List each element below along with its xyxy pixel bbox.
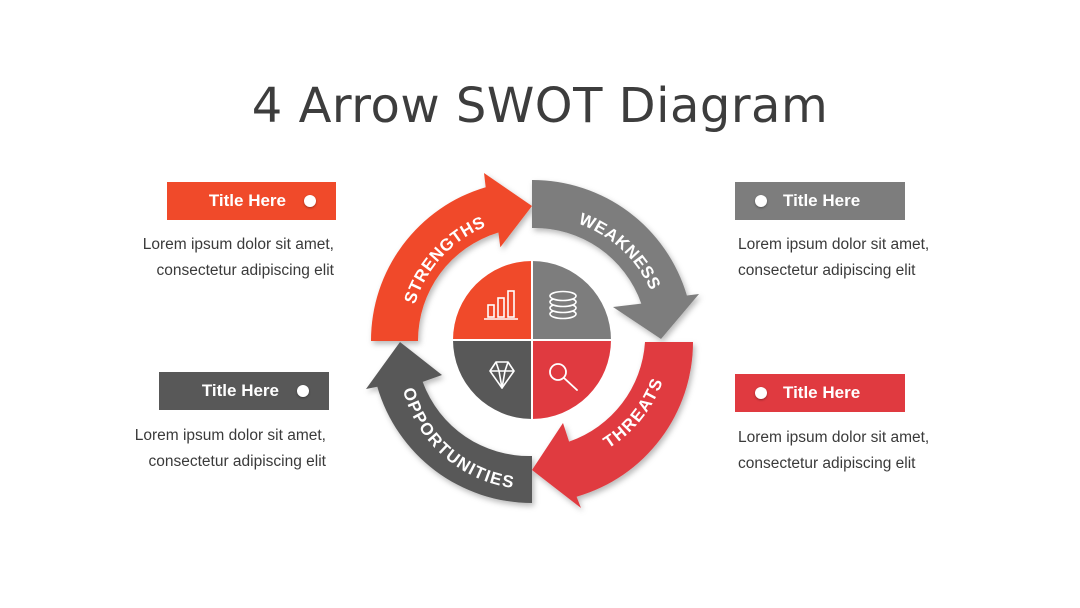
description-opportunities: Lorem ipsum dolor sit amet, consectetur …	[92, 423, 326, 475]
description-line: consectetur adipiscing elit	[148, 453, 327, 470]
description-weakness: Lorem ipsum dolor sit amet, consectetur …	[738, 232, 978, 284]
quadrant-threats	[532, 340, 611, 419]
page-title: 4 Arrow SWOT Diagram	[251, 78, 829, 134]
description-line: Lorem ipsum dolor sit amet,	[134, 427, 326, 444]
description-line: Lorem ipsum dolor sit amet,	[738, 236, 930, 253]
description-threats: Lorem ipsum dolor sit amet, consectetur …	[738, 425, 978, 477]
title-label-text: Title Here	[201, 381, 279, 400]
threats-arrow	[532, 342, 693, 508]
description-line: consectetur adipiscing elit	[156, 262, 335, 279]
quadrant-strengths	[453, 261, 532, 340]
title-label-threats: Title Here	[735, 374, 905, 412]
center-circle	[453, 261, 611, 419]
description-strengths: Lorem ipsum dolor sit amet, consectetur …	[100, 232, 334, 284]
magnifier-icon	[549, 363, 578, 391]
title-label-text: Title Here	[783, 383, 861, 402]
coins-stack-icon	[549, 290, 577, 320]
title-label-text: Title Here	[783, 191, 861, 210]
title-label-weakness: Title Here	[735, 182, 905, 220]
dot-icon	[755, 387, 767, 399]
dot-icon	[297, 385, 309, 397]
strengths-arrow	[370, 173, 532, 341]
description-line: Lorem ipsum dolor sit amet,	[738, 429, 930, 446]
diamond-icon	[489, 361, 515, 389]
weakness-arrow	[532, 179, 699, 339]
dot-icon	[755, 195, 767, 207]
description-line: consectetur adipiscing elit	[738, 455, 916, 472]
dot-icon	[304, 195, 316, 207]
title-label-opportunities: Title Here	[159, 372, 329, 410]
opportunities-arrow	[366, 342, 532, 503]
quadrant-opportunities	[453, 340, 532, 419]
title-label-text: Title Here	[208, 191, 286, 210]
bar-chart-icon	[484, 290, 518, 320]
title-label-strengths: Title Here	[167, 182, 336, 220]
description-line: Lorem ipsum dolor sit amet,	[142, 236, 334, 253]
description-line: consectetur adipiscing elit	[738, 262, 916, 279]
